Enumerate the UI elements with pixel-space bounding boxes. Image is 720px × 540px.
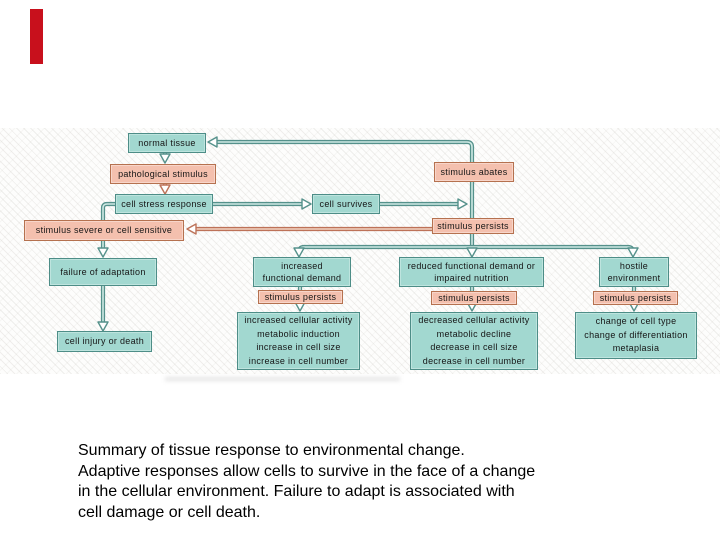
node-increased-functional-demand: increased functional demand <box>253 257 351 287</box>
arrow-down-icon <box>97 321 109 332</box>
node-cell-injury-or-death: cell injury or death <box>57 331 152 352</box>
arrow-down-icon <box>627 247 639 258</box>
node-failure-of-adaptation: failure of adaptation <box>49 258 157 286</box>
node-stimulus-severe-or-cell-sensitive: stimulus severe or cell sensitive <box>24 220 184 241</box>
arrow-left-icon <box>207 136 218 148</box>
node-stimulus-persists-main: stimulus persists <box>432 218 514 234</box>
arrow-down-icon <box>466 247 478 258</box>
red-marker <box>30 9 43 64</box>
arrow-right-icon <box>301 198 312 210</box>
node-decreased-outcome: decreased cellular activity metabolic de… <box>410 312 538 370</box>
node-increased-outcome: increased cellular activity metabolic in… <box>237 312 360 370</box>
node-cell-stress-response: cell stress response <box>115 194 213 214</box>
node-pathological-stimulus: pathological stimulus <box>110 164 216 184</box>
node-stimulus-persists-2: stimulus persists <box>258 290 343 304</box>
node-stimulus-abates: stimulus abates <box>434 162 514 182</box>
node-reduced-functional-demand: reduced functional demand or impaired nu… <box>399 257 544 287</box>
node-stimulus-persists-3: stimulus persists <box>431 291 517 305</box>
node-normal-tissue: normal tissue <box>128 133 206 153</box>
arrow-down-icon <box>97 247 109 258</box>
node-stimulus-persists-4: stimulus persists <box>593 291 678 305</box>
node-cell-survives: cell survives <box>312 194 380 214</box>
node-hostile-environment: hostile environment <box>599 257 669 287</box>
node-metaplasia-outcome: change of cell type change of differenti… <box>575 312 697 359</box>
arrow-right-icon <box>457 198 468 210</box>
arrow-down-icon <box>293 247 305 258</box>
arrow-down-icon <box>159 184 171 195</box>
arrow-down-icon <box>159 153 171 164</box>
canvas-shadow <box>165 377 400 381</box>
caption: Summary of tissue response to environmen… <box>78 442 536 521</box>
arrow-left-icon <box>186 223 197 235</box>
